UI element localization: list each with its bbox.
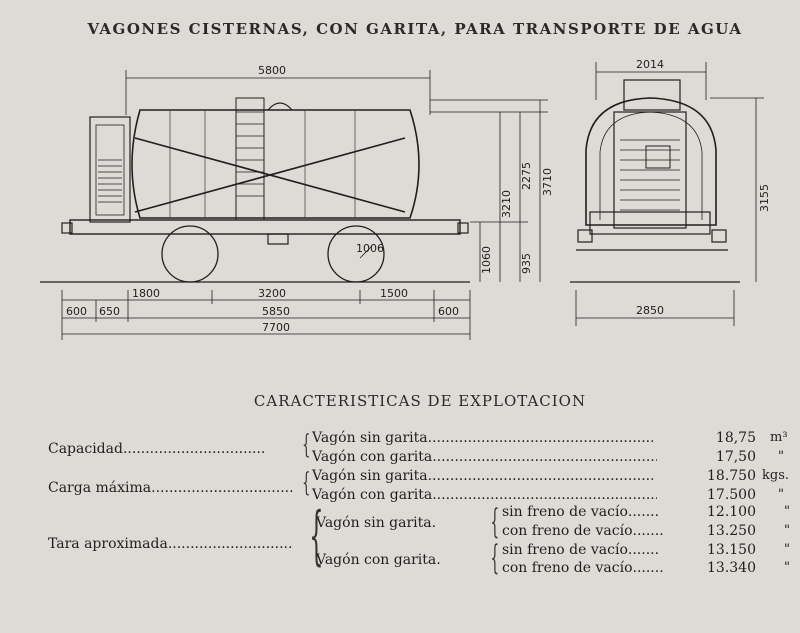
dim-height-roof: 3710 [541,168,554,196]
max-load-row-2: Vagón con garita........................… [312,487,657,503]
dim-frame-length: 5850 [262,305,290,318]
dim-end-top-width: 2014 [636,58,664,71]
max-load-unit-1: kgs. [762,468,790,483]
tare-value-4: 13.340 [707,560,756,576]
capacity-row-1: Vagón sin garita........................… [312,430,653,446]
tare-group-2-label: Vagón con garita. [316,552,441,568]
dim-overhang-left-b: 650 [99,305,120,318]
dim-height-total: 3210 [500,190,513,218]
characteristics-title: CARACTERISTICAS DE EXPLOTACION [253,392,587,410]
dim-top-length: 5800 [258,64,286,77]
frame-shape [69,219,461,235]
tare-row-4: con freno de vacío....... [502,560,663,576]
capacity-value-2: 17,50 [715,449,756,465]
tare-unit-2: " [784,523,790,538]
tare-value-3: 13.150 [707,542,756,558]
dim-total-length: 7700 [262,321,290,334]
tare-label: Tara aproximada ........................… [48,536,293,552]
tare-value-2: 13.250 [707,523,756,539]
capacity-value-1: 18,75 [715,430,756,446]
dim-end-height: 3155 [758,184,771,212]
cabin-shape [89,116,131,223]
dim-overhang-left-a: 600 [66,305,87,318]
dim-wheel: 1006 [356,242,384,255]
dim-height-buffer: 1060 [480,246,493,274]
tare-unit-1: " [784,504,790,519]
tare-row-2: con freno de vacío....... [502,523,663,539]
capacity-unit-2: " [778,449,784,464]
tare-value-1: 12.100 [707,504,756,520]
max-load-unit-2: " [778,487,784,502]
capacity-label: Capacidad ..............................… [48,441,266,457]
tare-unit-3: " [784,542,790,557]
capacity-row-2: Vagón con garita........................… [312,449,657,465]
dim-overhang-right: 600 [438,305,459,318]
max-load-value-1: 18.750 [707,468,756,484]
dim-height-floor: 935 [520,253,533,274]
dim-height-tank: 2275 [520,162,533,190]
tare-row-1: sin freno de vacío....... [502,504,658,520]
dim-bottom-1: 1800 [132,287,160,300]
tare-unit-4: " [784,560,790,575]
tare-group-1-label: Vagón sin garita. [316,515,437,531]
capacity-unit-1: m³ [770,430,788,445]
dim-bottom-3: 1500 [380,287,408,300]
technical-drawing: 5800 1006 3210 2275 3710 1060 935 1800 3… [40,58,771,340]
max-load-value-2: 17.500 [707,487,756,503]
dim-bottom-2: 3200 [258,287,286,300]
dim-end-bottom-width: 2850 [636,304,664,317]
max-load-label: Carga máxima ...........................… [48,480,294,496]
max-load-row-1: Vagón sin garita........................… [312,468,653,484]
tare-row-3: sin freno de vacío....... [502,542,658,558]
document-title: VAGONES CISTERNAS, CON GARITA, PARA TRAN… [87,20,743,38]
tank-shape [131,109,420,219]
end-view-tank [585,97,717,226]
